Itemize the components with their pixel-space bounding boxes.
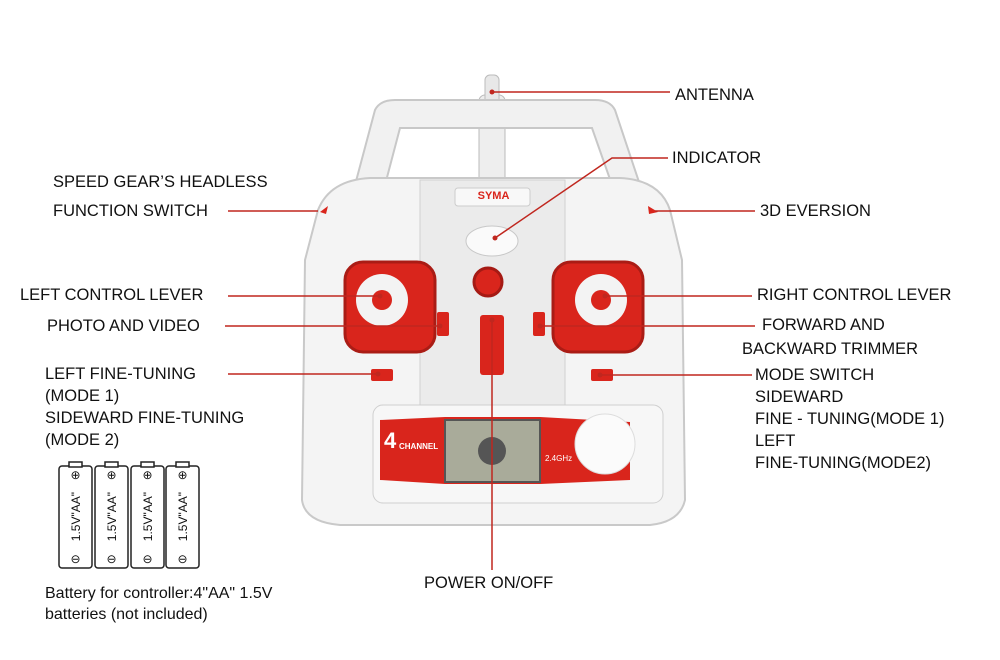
label-function-switch: FUNCTION SWITCH: [53, 202, 208, 220]
label-power: POWER ON/OFF: [424, 574, 554, 592]
label-photo-video: PHOTO AND VIDEO: [47, 317, 200, 335]
plus-icon: ⊕: [70, 468, 81, 482]
left-control-lever[interactable]: [343, 260, 437, 354]
label-left-fine-tuning: LEFT FINE-TUNING(MODE 1)SIDEWARD FINE-TU…: [45, 365, 245, 449]
minus-icon: ⊖: [177, 552, 188, 566]
cell-label: 1.5V"AA": [68, 492, 83, 542]
channel-number: 4: [384, 428, 397, 453]
label-3d-eversion: 3D EVERSION: [760, 202, 871, 220]
plus-icon: ⊕: [177, 468, 188, 482]
minus-icon: ⊖: [106, 552, 117, 566]
label-backward-trimmer: BACKWARD TRIMMER: [742, 340, 919, 358]
label-left-control-lever: LEFT CONTROL LEVER: [20, 286, 204, 304]
right-control-lever[interactable]: [551, 260, 645, 354]
minus-icon: ⊖: [70, 552, 81, 566]
channel-word: CHANNEL: [399, 442, 439, 451]
plus-icon: ⊕: [106, 468, 117, 482]
photo-video-button[interactable]: [472, 266, 504, 298]
batteries: [58, 461, 200, 569]
cell-label: 1.5V"AA": [175, 492, 190, 542]
label-right-control-lever: RIGHT CONTROL LEVER: [757, 286, 952, 304]
label-indicator: INDICATOR: [672, 149, 762, 167]
label-forward-and: FORWARD AND: [762, 316, 885, 334]
label-antenna: ANTENNA: [675, 86, 754, 104]
cell-label: 1.5V"AA": [140, 492, 155, 542]
label-speed-gear: SPEED GEAR’S HEADLESS: [53, 173, 268, 191]
leader-lines: [225, 91, 755, 570]
brand-logo: SYMA: [477, 190, 510, 202]
left-fine-tune[interactable]: [371, 369, 393, 381]
plus-icon: ⊕: [142, 468, 153, 482]
cell-label: 1.5V"AA": [104, 492, 119, 542]
left-trim[interactable]: [437, 312, 449, 336]
indicator-light: [465, 225, 519, 257]
frequency: 2.4GHz: [545, 454, 573, 463]
minus-icon: ⊖: [142, 552, 153, 566]
power-knob[interactable]: [574, 413, 636, 475]
